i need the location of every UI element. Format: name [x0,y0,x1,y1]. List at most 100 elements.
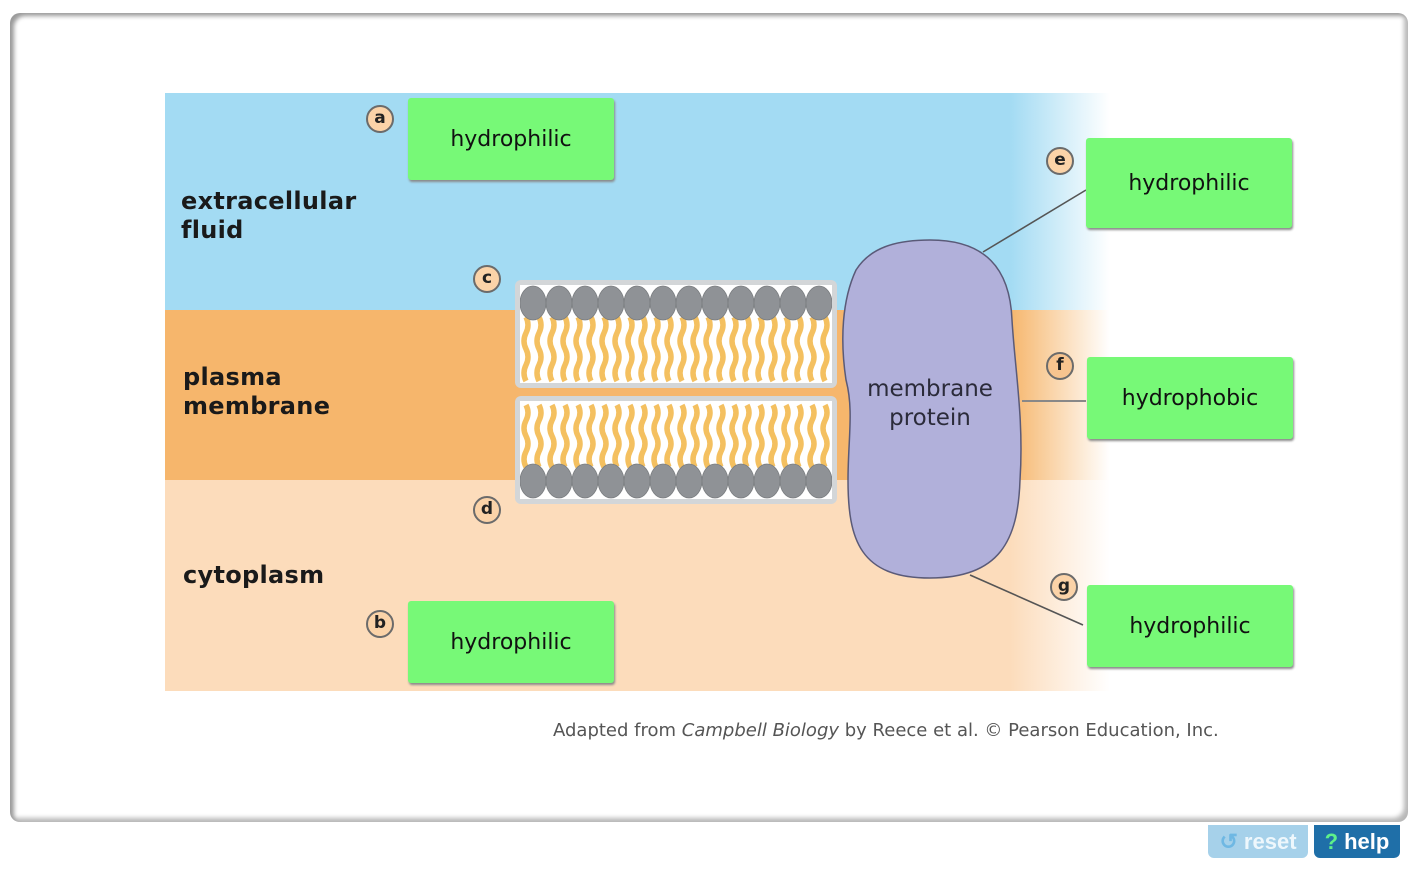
phospholipid-head [649,285,677,321]
phospholipid-tail [521,315,531,383]
phospholipid-tail [638,403,648,469]
label-target-g[interactable]: hydrophilic [1087,585,1293,667]
phospholipid-tail [807,403,817,469]
phospholipid-tail [599,403,609,469]
phospholipid-head [701,285,729,321]
marker-g: g [1050,573,1078,601]
phospholipid-tail [690,315,700,383]
phospholipid-tail [677,315,687,383]
phospholipid-head [779,285,807,321]
phospholipid-tail [612,403,622,469]
marker-b: b [366,610,394,638]
reset-label: reset [1243,828,1297,854]
membrane-protein-label: membrane protein [867,376,993,431]
phospholipid-tail [677,403,687,469]
phospholipid-tail [768,315,778,383]
phospholipid-tail [729,403,739,469]
phospholipid-head [597,285,625,321]
phospholipid-tail [820,403,830,469]
phospholipid-tail [573,315,583,383]
phospholipid-tail [534,315,544,383]
label-target-a[interactable]: hydrophilic [408,98,614,180]
reset-icon: ↺ [1219,828,1238,854]
phospholipid-head [753,463,781,499]
phospholipid-tail [703,315,713,383]
phospholipid-tail [586,403,596,469]
phospholipid-tail [547,315,557,383]
phospholipid-tail [534,403,544,469]
phospholipid-head [597,463,625,499]
phospholipid-leaflet-graphic [520,285,832,383]
phospholipid-tail [820,315,830,383]
extracellular-fluid-label: extracellular fluid [181,187,357,244]
phospholipid-tail [742,315,752,383]
label-target-b[interactable]: hydrophilic [408,601,614,683]
phospholipid-head [727,463,755,499]
phospholipid-tail [742,403,752,469]
reset-button[interactable]: ↺ reset [1208,825,1308,858]
marker-c: c [473,265,501,293]
phospholipid-tail [755,403,765,469]
phospholipid-tail [781,403,791,469]
phospholipid-tail [573,403,583,469]
credit-prefix: Adapted from [553,720,682,741]
phospholipid-bilayer-outer-leaflet [515,280,837,388]
phospholipid-head [805,463,832,499]
phospholipid-head [727,285,755,321]
phospholipid-tail [599,315,609,383]
phospholipid-tail [560,315,570,383]
marker-a: a [366,105,394,133]
marker-f: f [1046,352,1074,380]
label-target-f[interactable]: hydrophobic [1087,357,1293,439]
phospholipid-tail [547,403,557,469]
phospholipid-bilayer-inner-leaflet [515,396,837,504]
plasma-membrane-label: plasma membrane [183,363,331,420]
phospholipid-tail [625,315,635,383]
phospholipid-head [805,285,832,321]
phospholipid-tail [703,403,713,469]
phospholipid-tail [794,403,804,469]
phospholipid-tail [664,403,674,469]
phospholipid-head [623,463,651,499]
phospholipid-head [649,463,677,499]
phospholipid-head [675,463,703,499]
phospholipid-head [520,463,547,499]
phospholipid-head [675,285,703,321]
phospholipid-head [623,285,651,321]
phospholipid-tail [794,315,804,383]
phospholipid-tail [586,315,596,383]
credit-title: Campbell Biology [681,720,840,741]
phospholipid-tail [651,315,661,383]
phospholipid-tail [638,315,648,383]
phospholipid-tail [716,315,726,383]
phospholipid-tail [807,315,817,383]
phospholipid-tail [781,315,791,383]
phospholipid-head [701,463,729,499]
phospholipid-tail [690,403,700,469]
phospholipid-head [779,463,807,499]
phospholipid-head [545,463,573,499]
phospholipid-head [753,285,781,321]
phospholipid-tail [716,403,726,469]
phospholipid-tail [768,403,778,469]
phospholipid-head [571,463,599,499]
phospholipid-head [571,285,599,321]
help-icon: ? [1324,828,1339,854]
phospholipid-tail [651,403,661,469]
phospholipid-tail [755,315,765,383]
phospholipid-tail [612,315,622,383]
figure-credit: Adapted from Campbell Biology by Reece e… [553,720,1219,741]
phospholipid-head [545,285,573,321]
phospholipid-tail [729,315,739,383]
marker-d: d [473,496,501,524]
help-label: help [1344,828,1390,854]
phospholipid-tail [521,403,531,469]
cytoplasm-label: cytoplasm [183,561,325,589]
label-target-e[interactable]: hydrophilic [1086,138,1292,228]
credit-suffix: by Reece et al. © Pearson Education, Inc… [839,720,1219,741]
phospholipid-tail [664,315,674,383]
phospholipid-leaflet-graphic [520,401,832,499]
phospholipid-tail [625,403,635,469]
phospholipid-tail [560,403,570,469]
help-button[interactable]: ? help [1314,825,1400,858]
